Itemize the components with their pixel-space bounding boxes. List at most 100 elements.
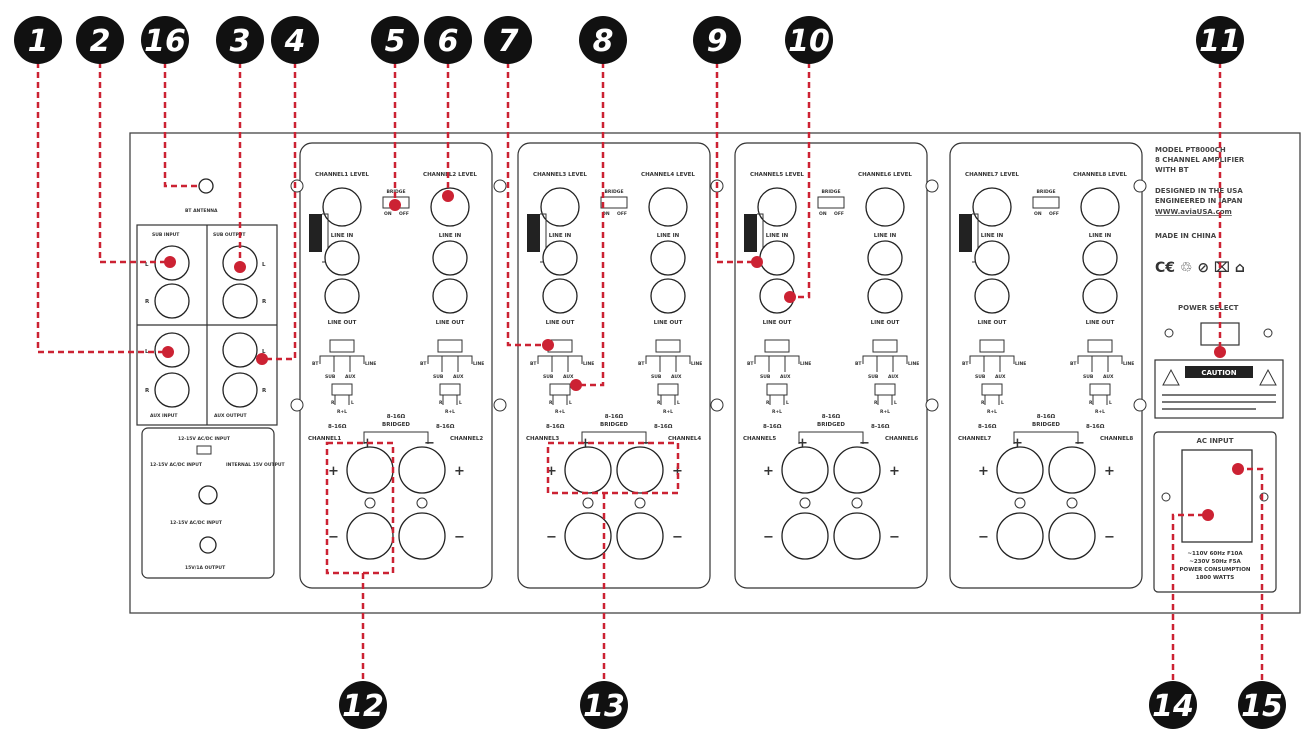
svg-text:L: L	[569, 400, 572, 406]
svg-text:−: −	[424, 436, 435, 451]
channel-b-line-out-jack[interactable]	[650, 278, 686, 314]
svg-text:R+L: R+L	[772, 409, 782, 415]
website-label: WWW.aviaUSA.com	[1155, 208, 1232, 216]
speaker-binding-post-b-minus[interactable]	[833, 512, 881, 560]
channel-a-line-in-jack[interactable]	[324, 240, 360, 276]
dc-output-jack[interactable]	[199, 536, 217, 554]
speaker-binding-post-a-plus[interactable]	[996, 446, 1044, 494]
channel-b-mode-selector[interactable]	[657, 383, 679, 405]
channel-a-line-out-jack[interactable]	[974, 278, 1010, 314]
dc-input-sub-label: 12-15V AC/DC INPUT	[150, 462, 203, 468]
channel-b-line-out-jack[interactable]	[867, 278, 903, 314]
channel-a-source-selector[interactable]	[319, 339, 365, 372]
channel-a-source-selector[interactable]	[969, 339, 1015, 372]
bridge-switch[interactable]	[1032, 196, 1060, 209]
channel-a-level-knob[interactable]	[757, 187, 797, 227]
speaker-binding-post-b-plus[interactable]	[616, 446, 664, 494]
bridge-switch[interactable]	[817, 196, 845, 209]
ac-inlet[interactable]	[1181, 449, 1253, 543]
mounting-hole	[1133, 179, 1147, 193]
speaker-binding-post-a-minus[interactable]	[996, 512, 1044, 560]
channel-a-level-knob[interactable]	[322, 187, 362, 227]
channel-b-line-in-jack[interactable]	[1082, 240, 1118, 276]
speaker-binding-post-a-minus[interactable]	[781, 512, 829, 560]
channel-a-mode-selector[interactable]	[766, 383, 788, 405]
svg-text:LINE: LINE	[365, 361, 376, 367]
svg-text:AUX: AUX	[1103, 374, 1114, 380]
channel-b-source-selector[interactable]	[862, 339, 908, 372]
channel-b-source-selector[interactable]	[1077, 339, 1123, 372]
speaker-binding-post-b-minus[interactable]	[398, 512, 446, 560]
callout-number: 16	[144, 24, 186, 59]
channel-a-line-out-jack[interactable]	[324, 278, 360, 314]
speaker-binding-post-b-plus[interactable]	[398, 446, 446, 494]
dc-input-jack[interactable]	[198, 485, 218, 505]
svg-text:−: −	[1074, 436, 1085, 451]
channel-b-mode-selector[interactable]	[874, 383, 896, 405]
channel-b-line-in-jack[interactable]	[650, 240, 686, 276]
callout-badge-11: 11	[1196, 16, 1244, 64]
callout-number: 8	[593, 24, 614, 59]
sub-output-r-jack[interactable]	[222, 283, 258, 319]
bt-antenna-connector[interactable]	[198, 178, 214, 194]
channel-a-line-in-jack[interactable]	[759, 240, 795, 276]
leader-13-box	[546, 441, 680, 495]
channel-b-mode-selector[interactable]	[1089, 383, 1111, 405]
mounting-hole	[710, 398, 724, 412]
speaker-binding-post-b-plus[interactable]	[833, 446, 881, 494]
bridged-ohm-label: 8-16Ω	[822, 414, 841, 420]
channel-a-level-knob[interactable]	[540, 187, 580, 227]
speaker-binding-post-a-minus[interactable]	[346, 512, 394, 560]
channel-b-source-selector[interactable]	[645, 339, 691, 372]
speaker-binding-post-a-plus[interactable]	[564, 446, 612, 494]
channel-a-line-out-jack[interactable]	[542, 278, 578, 314]
channel-a-level-label: CHANNEL1 LEVEL	[315, 172, 369, 178]
mounting-hole	[493, 398, 507, 412]
dc-input-switch[interactable]	[196, 445, 212, 455]
dc-input-label: 12-15V AC/DC INPUT	[178, 436, 231, 442]
channel-a-mode-selector[interactable]	[331, 383, 353, 405]
channel-a-level-knob[interactable]	[972, 187, 1012, 227]
channel-a-line-in-jack[interactable]	[974, 240, 1010, 276]
speaker-binding-post-b-minus[interactable]	[1048, 512, 1096, 560]
svg-text:SUB: SUB	[325, 374, 336, 380]
speaker-binding-post-b-minus[interactable]	[616, 512, 664, 560]
channel-b-line-in-jack[interactable]	[867, 240, 903, 276]
leader-8	[576, 62, 605, 387]
sub-input-r-jack[interactable]	[154, 283, 190, 319]
channel-a-mode-selector[interactable]	[549, 383, 571, 405]
channel-a-line-in-jack[interactable]	[542, 240, 578, 276]
channel-b-level-knob[interactable]	[648, 187, 688, 227]
channel-b-level-knob[interactable]	[430, 187, 470, 227]
channel-b-line-in-jack[interactable]	[432, 240, 468, 276]
aux-output-r-jack[interactable]	[222, 372, 258, 408]
aux-output-l-jack[interactable]	[222, 332, 258, 368]
svg-text:8-16Ω: 8-16Ω	[763, 424, 782, 430]
channel-b-line-out-jack[interactable]	[1082, 278, 1118, 314]
channel-a-source-selector[interactable]	[754, 339, 800, 372]
channel-b-mode-selector[interactable]	[439, 383, 461, 405]
leader-10	[790, 62, 811, 299]
bridge-switch[interactable]	[600, 196, 628, 209]
left-section: BT ANTENNA SUB INPUT SUB OUTPUT L R L R …	[136, 178, 286, 579]
speaker-binding-post-a-minus[interactable]	[564, 512, 612, 560]
channel-a-source-selector[interactable]	[537, 339, 583, 372]
svg-text:L: L	[786, 400, 789, 406]
channel-b-level-knob[interactable]	[1080, 187, 1120, 227]
aux-input-r-jack[interactable]	[154, 372, 190, 408]
channel-a-level-label: CHANNEL3 LEVEL	[533, 172, 587, 178]
svg-text:L: L	[1001, 400, 1004, 406]
bridge-label: BRIDGE	[1036, 189, 1055, 195]
channel-b-source-selector[interactable]	[427, 339, 473, 372]
channel-b-line-out-jack[interactable]	[432, 278, 468, 314]
speaker-binding-post-a-plus[interactable]	[346, 446, 394, 494]
callout-badge-12: 12	[339, 681, 387, 729]
speaker-binding-post-b-plus[interactable]	[1048, 446, 1096, 494]
mounting-hole	[925, 398, 939, 412]
channel-b-level-knob[interactable]	[865, 187, 905, 227]
channel-a-mode-selector[interactable]	[981, 383, 1003, 405]
callout-number: 1	[28, 24, 49, 59]
speaker-binding-post-a-plus[interactable]	[781, 446, 829, 494]
channel-a-name: CHANNEL7	[958, 436, 991, 442]
